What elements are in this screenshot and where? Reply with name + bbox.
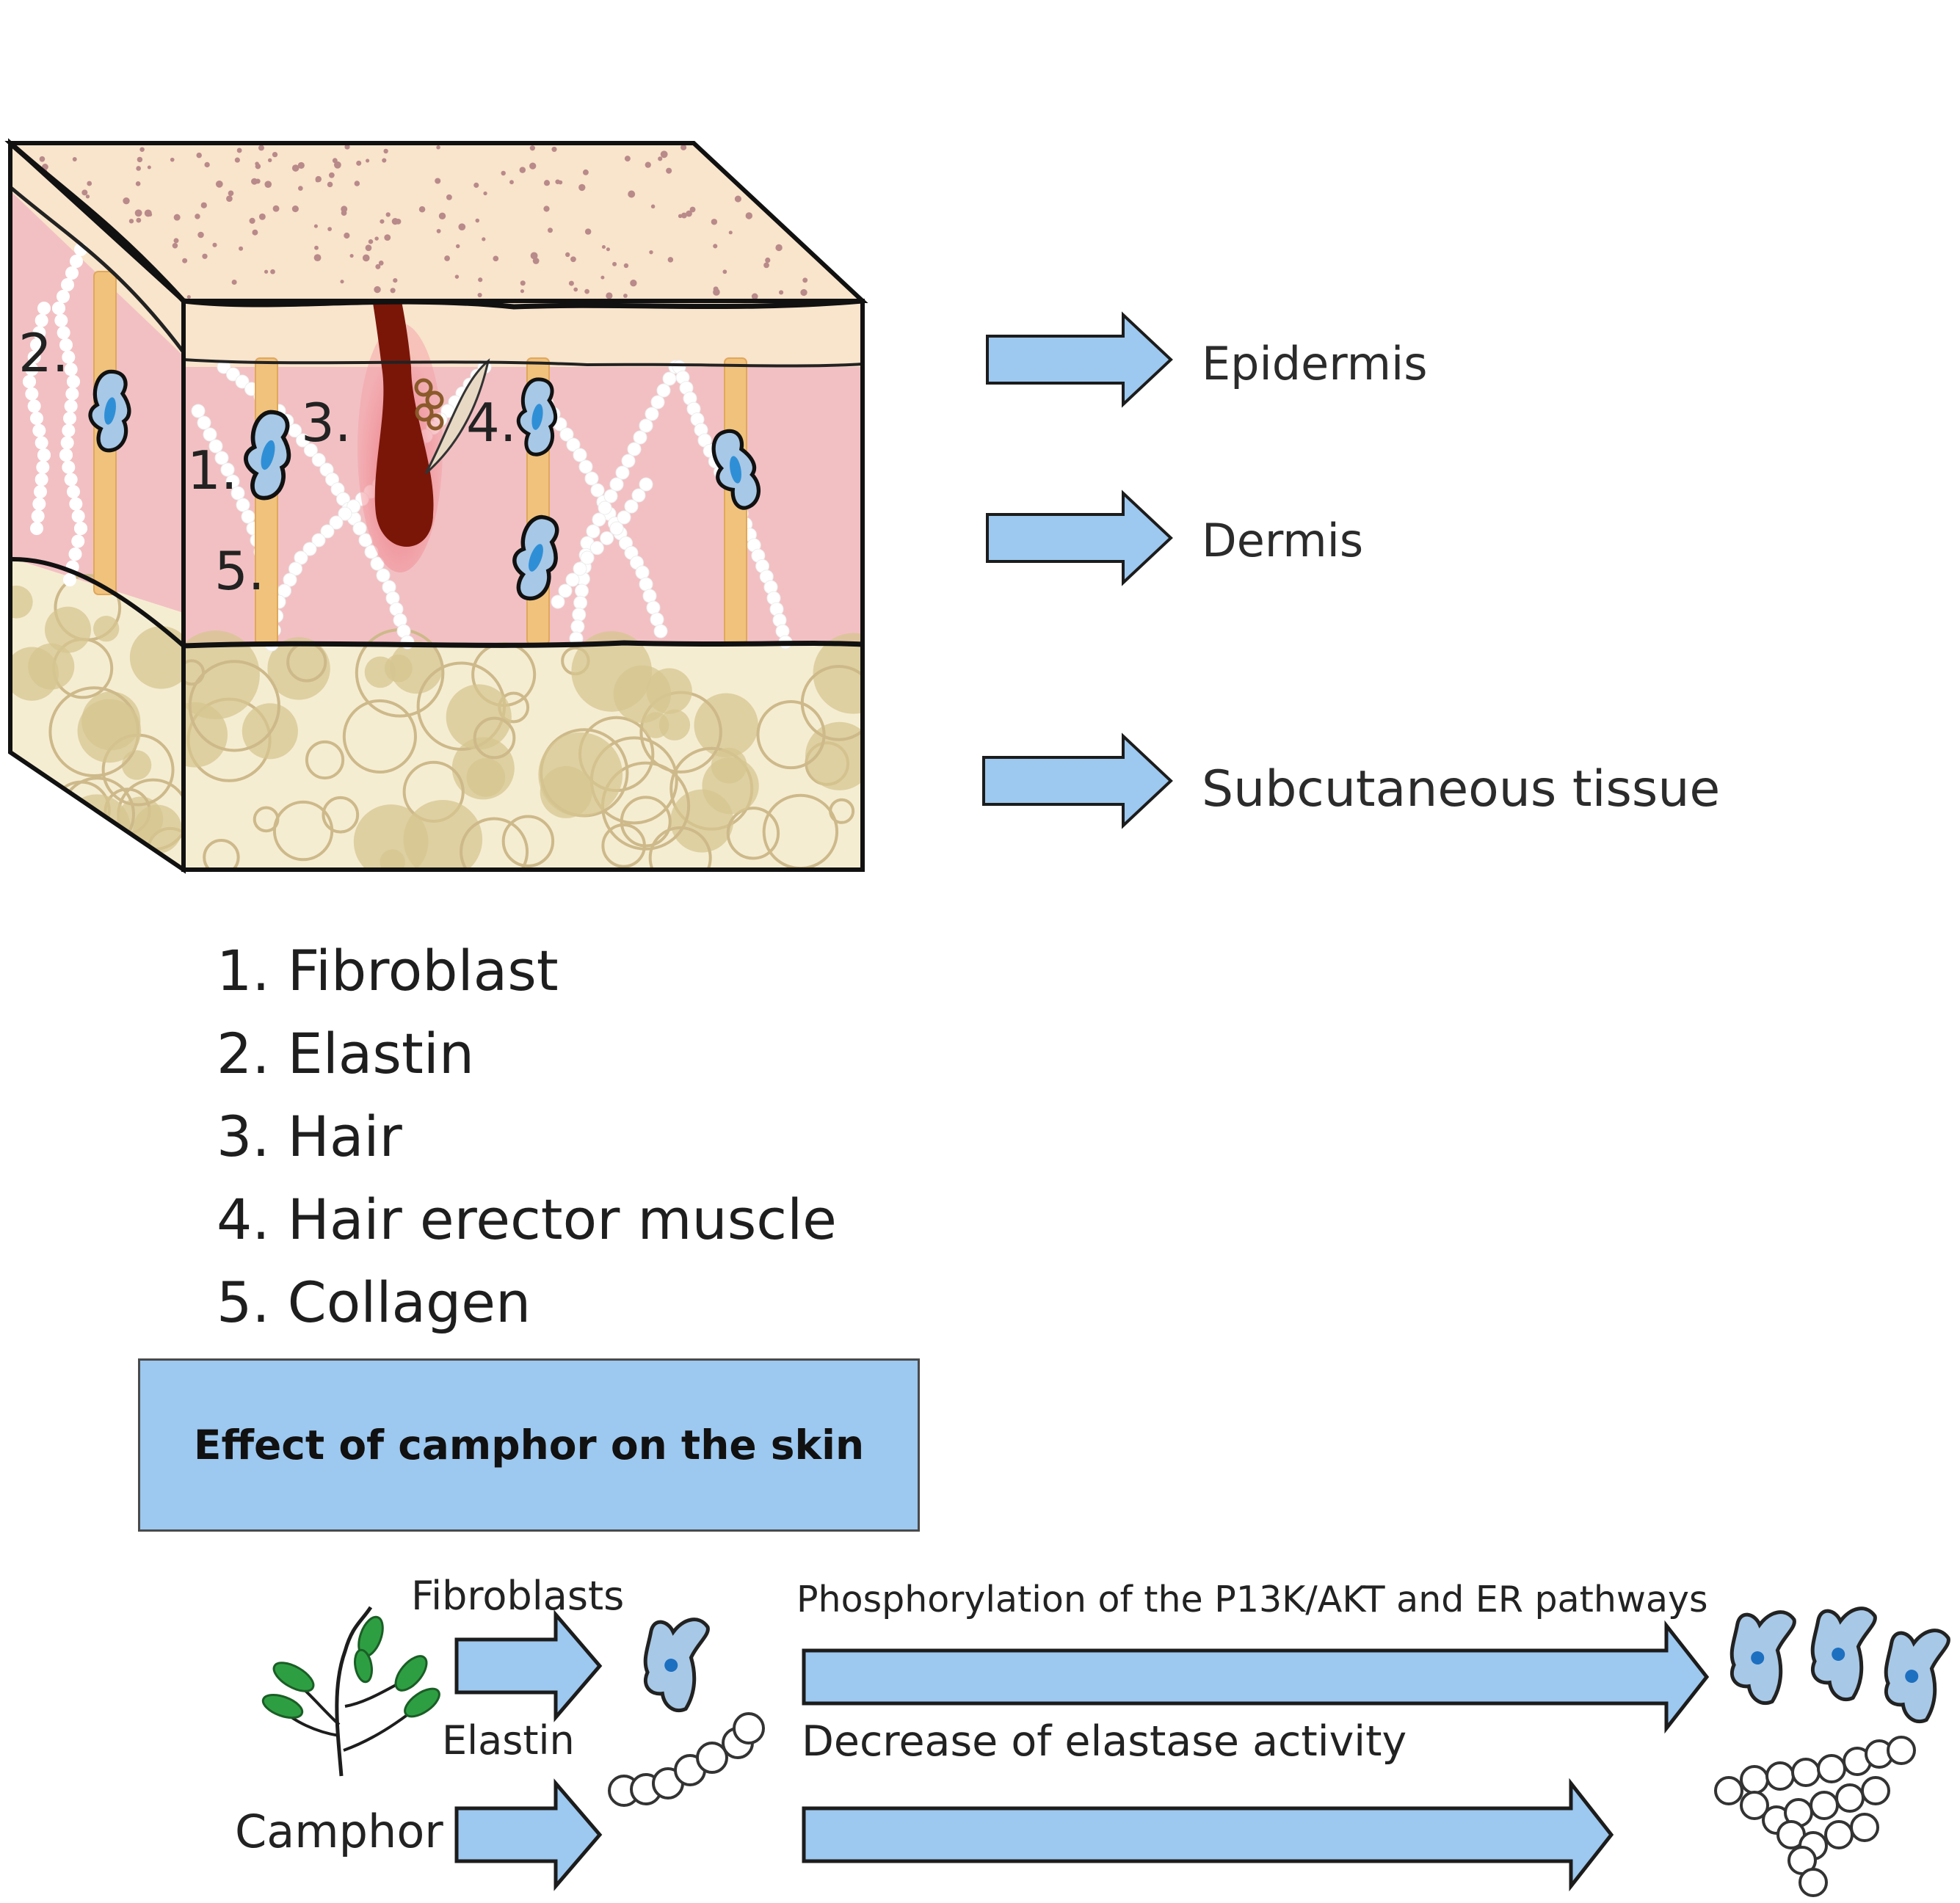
marker-4: 4.: [466, 392, 517, 454]
effect-title-box: Effect of camphor on the skin: [138, 1358, 920, 1532]
marker-2: 2.: [18, 322, 69, 384]
marker-3: 3.: [301, 392, 352, 454]
label-camphor: Camphor: [235, 1805, 443, 1858]
label-elastase: Decrease of elastase activity: [802, 1717, 1407, 1766]
camphor-plant-icon: [261, 1606, 440, 1777]
label-elastin: Elastin: [442, 1717, 575, 1764]
effect-title: Effect of camphor on the skin: [193, 1422, 865, 1469]
skin-top-face: [10, 143, 863, 301]
legend-item-3: 3. Hair: [217, 1104, 402, 1169]
label-subcutaneous: Subcutaneous tissue: [1202, 760, 1721, 818]
legend-item-5: 5. Collagen: [217, 1270, 531, 1335]
marker-5: 5.: [214, 540, 265, 602]
label-dermis: Dermis: [1202, 514, 1364, 567]
marker-1: 1.: [187, 440, 238, 501]
legend-item-1: 1. Fibroblast: [217, 938, 559, 1003]
legend-list: 1. Fibroblast 2. Elastin 3. Hair 4. Hair…: [217, 943, 837, 1358]
label-epidermis: Epidermis: [1202, 337, 1428, 390]
skin-front-face: [184, 301, 863, 870]
legend-item-2: 2. Elastin: [217, 1021, 475, 1086]
label-fibroblasts: Fibroblasts: [411, 1573, 625, 1619]
label-pathway: Phosphorylation of the P13K/AKT and ER p…: [796, 1579, 1708, 1620]
legend-item-4: 4. Hair erector muscle: [217, 1187, 837, 1252]
